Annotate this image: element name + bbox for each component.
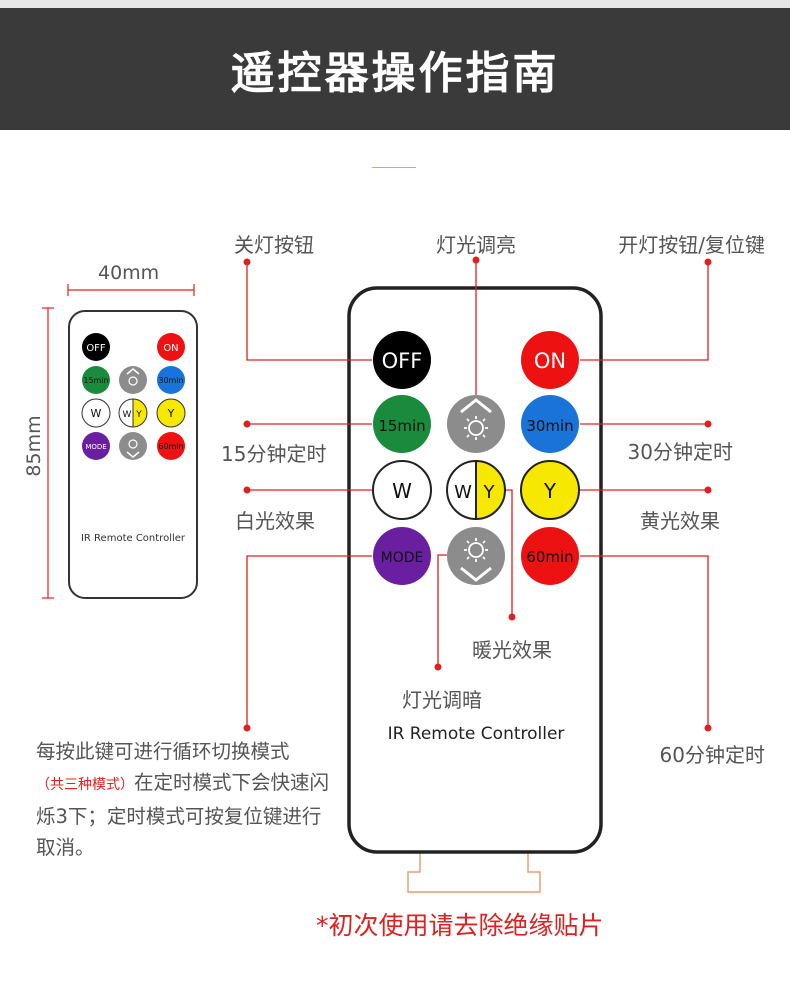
brighten-button[interactable] — [447, 395, 505, 453]
callout-yellow: 黄光效果 — [640, 509, 720, 533]
mode-description-line1: 每按此键可进行循环切换模式 — [36, 740, 290, 763]
callout-warm: 暖光效果 — [472, 638, 552, 662]
svg-text:30min: 30min — [526, 417, 573, 435]
on-button[interactable]: ON — [521, 331, 579, 389]
warm-light-button[interactable]: W Y — [446, 459, 506, 521]
top-strip — [0, 0, 790, 8]
svg-text:OFF: OFF — [382, 349, 423, 373]
callout-white: 白光效果 — [235, 509, 315, 533]
title-underline — [372, 167, 416, 168]
mode-description: 每按此键可进行循环切换模式 （共三种模式）在定时模式下会快速闪烁3下；定时模式可… — [36, 736, 336, 863]
svg-text:Y: Y — [135, 410, 142, 420]
white-light-button[interactable]: W — [372, 460, 432, 520]
svg-text:OFF: OFF — [86, 343, 106, 354]
svg-text:MODE: MODE — [85, 443, 106, 451]
remote-label: IR Remote Controller — [387, 724, 565, 744]
sun-up-arrow-icon — [460, 398, 492, 440]
svg-text:ON: ON — [163, 343, 178, 354]
off-button[interactable]: OFF — [373, 331, 431, 389]
timer-30min-button[interactable]: 30min — [521, 395, 579, 453]
callout-dim: 灯光调暗 — [402, 688, 482, 712]
callout-60min: 60分钟定时 — [659, 743, 765, 767]
page-title: 遥控器操作指南 — [230, 48, 560, 99]
svg-text:Y: Y — [167, 407, 175, 420]
svg-text:MODE: MODE — [381, 550, 424, 566]
svg-text:15min: 15min — [83, 376, 108, 385]
svg-text:15min: 15min — [378, 417, 425, 435]
svg-text:30min: 30min — [158, 376, 183, 385]
small-remote-buttons: OFF ON 15min 30min W W Y Y MODE 60min — [81, 333, 186, 460]
mode-description-rest: 在定时模式下会快速闪烁3下；定时模式可按复位键进行取消。 — [36, 771, 330, 859]
svg-text:Y: Y — [483, 482, 496, 503]
timer-60min-button[interactable]: 60min — [521, 527, 579, 585]
height-dimension-label: 85mm — [23, 415, 45, 477]
sun-down-arrow-icon — [460, 538, 492, 582]
battery-tab — [407, 852, 541, 893]
mode-count-note: （共三种模式） — [36, 777, 134, 793]
svg-text:60min: 60min — [158, 442, 183, 451]
callout-on: 开灯按钮/复位键 — [618, 233, 765, 257]
callout-30min: 30分钟定时 — [627, 440, 733, 464]
svg-text:60min: 60min — [526, 548, 573, 566]
svg-text:W: W — [123, 410, 132, 420]
width-dimension-label: 40mm — [98, 262, 160, 284]
dim-button[interactable] — [447, 527, 505, 585]
header-banner: 遥控器操作指南 — [0, 8, 790, 130]
insulation-warning: *初次使用请去除绝缘贴片 — [316, 911, 604, 940]
svg-text:ON: ON — [534, 349, 566, 373]
svg-text:W: W — [392, 479, 412, 503]
small-remote-label: IR Remote Controller — [80, 533, 186, 544]
callout-off: 关灯按钮 — [234, 233, 314, 257]
callout-brighten: 灯光调亮 — [436, 233, 516, 257]
svg-text:Y: Y — [543, 479, 557, 503]
timer-15min-button[interactable]: 15min — [373, 395, 431, 453]
callout-15min: 15分钟定时 — [221, 442, 327, 466]
mode-button[interactable]: MODE — [373, 527, 431, 585]
yellow-light-button[interactable]: Y — [520, 460, 580, 520]
svg-text:W: W — [91, 407, 102, 420]
svg-text:W: W — [454, 482, 472, 503]
